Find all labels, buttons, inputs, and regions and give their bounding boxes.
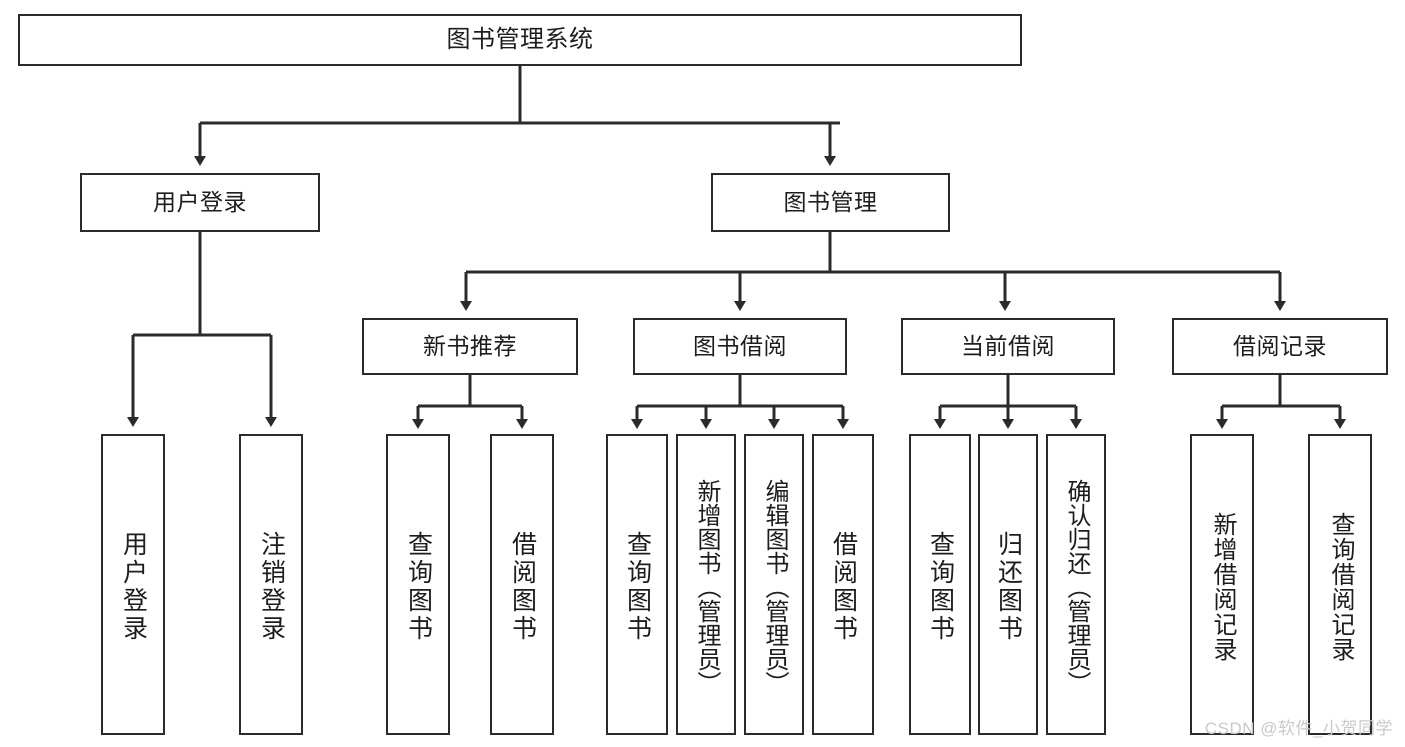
node-label: 借阅记录 [1233,333,1327,360]
node-book-management[interactable]: 图书管理 [711,173,950,232]
node-label: 查询图书 [623,530,652,643]
node-label: 用户登录 [153,189,247,216]
node-label: 编辑图书（管理员） [761,478,788,695]
node-label: 查询图书 [404,530,433,643]
node-label: 查询图书 [926,530,955,643]
node-label: 确认归还（管理员） [1063,478,1090,695]
leaf-user-login-logout[interactable]: 注销登录 [239,434,303,735]
leaf-current-confirm-return-admin[interactable]: 确认归还（管理员） [1046,434,1106,735]
node-label: 新书推荐 [423,333,517,360]
node-label: 用户登录 [119,530,148,643]
leaf-new-book-query-book[interactable]: 查询图书 [386,434,450,735]
leaf-current-return-book[interactable]: 归还图书 [978,434,1038,735]
leaf-borrow-edit-book-admin[interactable]: 编辑图书（管理员） [744,434,804,735]
node-current-borrow[interactable]: 当前借阅 [901,318,1115,375]
leaf-new-book-borrow-book[interactable]: 借阅图书 [490,434,554,735]
leaf-user-login-login[interactable]: 用户登录 [101,434,165,735]
node-new-book-recommend[interactable]: 新书推荐 [362,318,578,375]
node-label: 注销登录 [257,530,286,643]
leaf-borrow-query-book[interactable]: 查询图书 [606,434,668,735]
node-label: 新增图书（管理员） [693,478,720,695]
node-label: 归还图书 [994,530,1023,643]
node-label: 当前借阅 [961,333,1055,360]
leaf-borrow-borrow-book[interactable]: 借阅图书 [812,434,874,735]
node-label: 借阅图书 [829,530,858,643]
node-user-login[interactable]: 用户登录 [80,173,320,232]
leaf-record-query-record[interactable]: 查询借阅记录 [1308,434,1372,735]
leaf-borrow-add-book-admin[interactable]: 新增图书（管理员） [676,434,736,735]
node-label: 新增借阅记录 [1209,511,1236,662]
node-root-system[interactable]: 图书管理系统 [18,14,1022,66]
leaf-current-query-book[interactable]: 查询图书 [909,434,971,735]
node-label: 图书管理 [783,189,878,216]
node-label: 查询借阅记录 [1327,511,1354,662]
node-borrow-record[interactable]: 借阅记录 [1172,318,1388,375]
node-label: 图书管理系统 [446,26,594,54]
watermark-text: CSDN @软件_小贺同学 [1204,719,1393,738]
node-label: 借阅图书 [508,530,537,643]
node-book-borrow[interactable]: 图书借阅 [633,318,847,375]
leaf-record-add-record[interactable]: 新增借阅记录 [1190,434,1254,735]
node-label: 图书借阅 [693,333,787,360]
